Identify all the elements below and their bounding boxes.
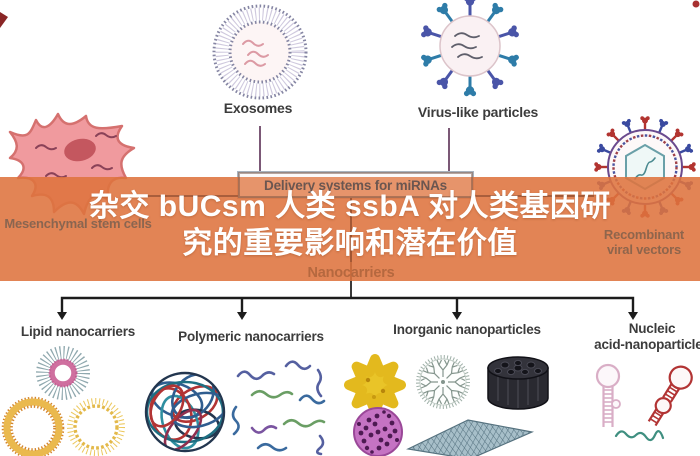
label-nucleic-line1: Nucleic <box>628 321 676 336</box>
ghost-trunk-line <box>350 198 352 262</box>
exosome-illustration <box>212 4 308 100</box>
liposome-illustration <box>1 396 65 456</box>
nanocarrier-tree <box>57 296 638 320</box>
delivery-systems-title: Delivery systems for miRNAs <box>264 177 447 193</box>
mesoporous-silica-sphere-illustration <box>353 407 403 456</box>
carbon-nanotube-bundle-illustration <box>487 356 549 410</box>
label-lipid-nanocarriers: Lipid nanocarriers <box>20 324 136 339</box>
label-mesenchymal-stem-cells: Mesenchymal stem cells <box>4 216 152 231</box>
label-rvv-line2: viral vectors <box>606 242 681 257</box>
label-exosomes: Exosomes <box>223 100 293 116</box>
polymer-ball-illustration <box>144 371 226 453</box>
overlay-title-line1: 杂交 bUCsm 人类 ssbA 对人类基因研 <box>88 190 612 223</box>
polymer-chains-illustration <box>231 360 326 456</box>
crop-artifact-marks <box>0 0 700 28</box>
label-recombinant-viral-vectors: Recombinant viral vectors <box>604 227 684 257</box>
rna-hairpin-pink-illustration <box>595 363 621 427</box>
label-nanocarriers: Nanocarriers <box>307 265 395 281</box>
overlay-band <box>0 177 700 281</box>
label-rvv-line1: Recombinant <box>603 227 685 242</box>
label-polymeric-nanocarriers: Polymeric nanocarriers <box>178 329 324 344</box>
ghost-right-connector <box>473 195 594 197</box>
label-nucleic-acid-nanoparticles: Nucleic acid-nanoparticles <box>594 321 700 352</box>
rna-strand-illustration <box>614 430 665 442</box>
delivery-systems-box: Delivery systems for miRNAs <box>238 172 473 198</box>
gold-nanostar-illustration <box>344 354 406 416</box>
virus-like-particle-illustration <box>418 0 522 98</box>
rna-hairpin-red-illustration <box>647 365 693 427</box>
label-virus-like-particles: Virus-like particles <box>417 104 539 120</box>
liposome-dashed-illustration <box>67 398 125 456</box>
graphene-sheet-illustration <box>406 419 535 456</box>
overlay-title: 杂交 bUCsm 人类 ssbA 对人类基因研 究的重要影响和潜在价值 <box>0 188 700 262</box>
micelle-illustration <box>36 346 90 400</box>
ghost-left-connector <box>122 195 238 197</box>
label-nucleic-line2: acid-nanoparticles <box>594 336 700 352</box>
dendrimer-illustration <box>416 355 470 409</box>
overlay-title-line2: 究的重要影响和潜在价值 <box>182 227 518 260</box>
label-inorganic-nanoparticles: Inorganic nanoparticles <box>393 322 541 337</box>
